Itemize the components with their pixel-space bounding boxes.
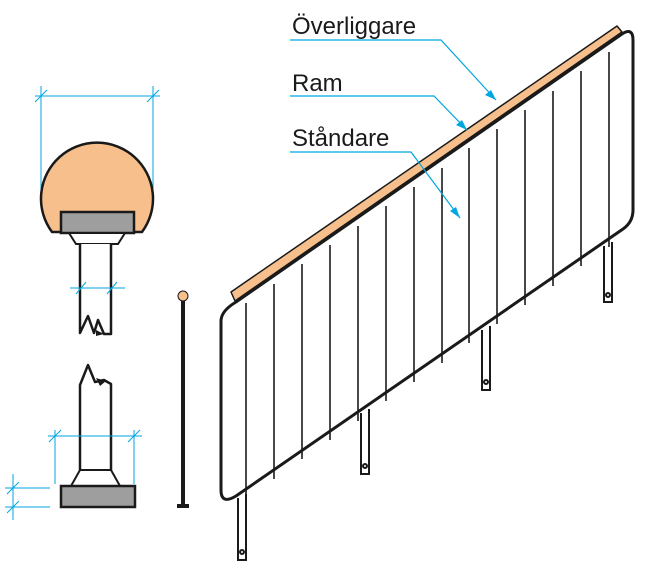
mounting-plate bbox=[59, 210, 136, 235]
callout-arrowheads bbox=[450, 90, 496, 218]
label-baluster: Ståndare bbox=[292, 125, 389, 152]
width-dimension bbox=[34, 86, 160, 190]
callout-leaders bbox=[290, 39, 497, 219]
base-width-dimension bbox=[48, 429, 142, 484]
support-post bbox=[360, 409, 370, 475]
post-upper bbox=[78, 244, 113, 336]
handrail-profile bbox=[39, 141, 155, 234]
support-posts bbox=[237, 242, 613, 561]
plate-thickness-dimension bbox=[5, 474, 50, 520]
leader-frame bbox=[290, 95, 468, 131]
leader-top-rail bbox=[290, 39, 497, 101]
flange bbox=[67, 232, 127, 245]
arrowhead-frame bbox=[456, 120, 467, 130]
side-view bbox=[177, 290, 189, 508]
label-top-rail: Överliggare bbox=[292, 13, 416, 40]
frame bbox=[219, 30, 635, 501]
support-post bbox=[237, 494, 247, 561]
balusters bbox=[245, 52, 610, 498]
leader-baluster bbox=[290, 151, 461, 219]
arrowhead-baluster bbox=[450, 207, 460, 218]
support-post bbox=[481, 326, 491, 391]
break-mark-lower bbox=[96, 378, 106, 386]
post-width-dimension bbox=[70, 281, 125, 295]
base-flange bbox=[69, 469, 122, 487]
side-view-rail-end bbox=[177, 290, 189, 302]
post-lower bbox=[78, 363, 113, 470]
side-view-post bbox=[181, 299, 185, 507]
base-plate bbox=[59, 484, 137, 509]
arrowhead-top-rail bbox=[485, 90, 496, 100]
cross-section-detail bbox=[5, 86, 160, 520]
break-mark-upper bbox=[96, 330, 104, 336]
side-view-foot bbox=[177, 504, 189, 508]
railing-panel bbox=[219, 25, 635, 561]
top-rail bbox=[230, 25, 623, 302]
label-frame: Ram bbox=[292, 70, 343, 97]
support-post bbox=[603, 242, 613, 303]
